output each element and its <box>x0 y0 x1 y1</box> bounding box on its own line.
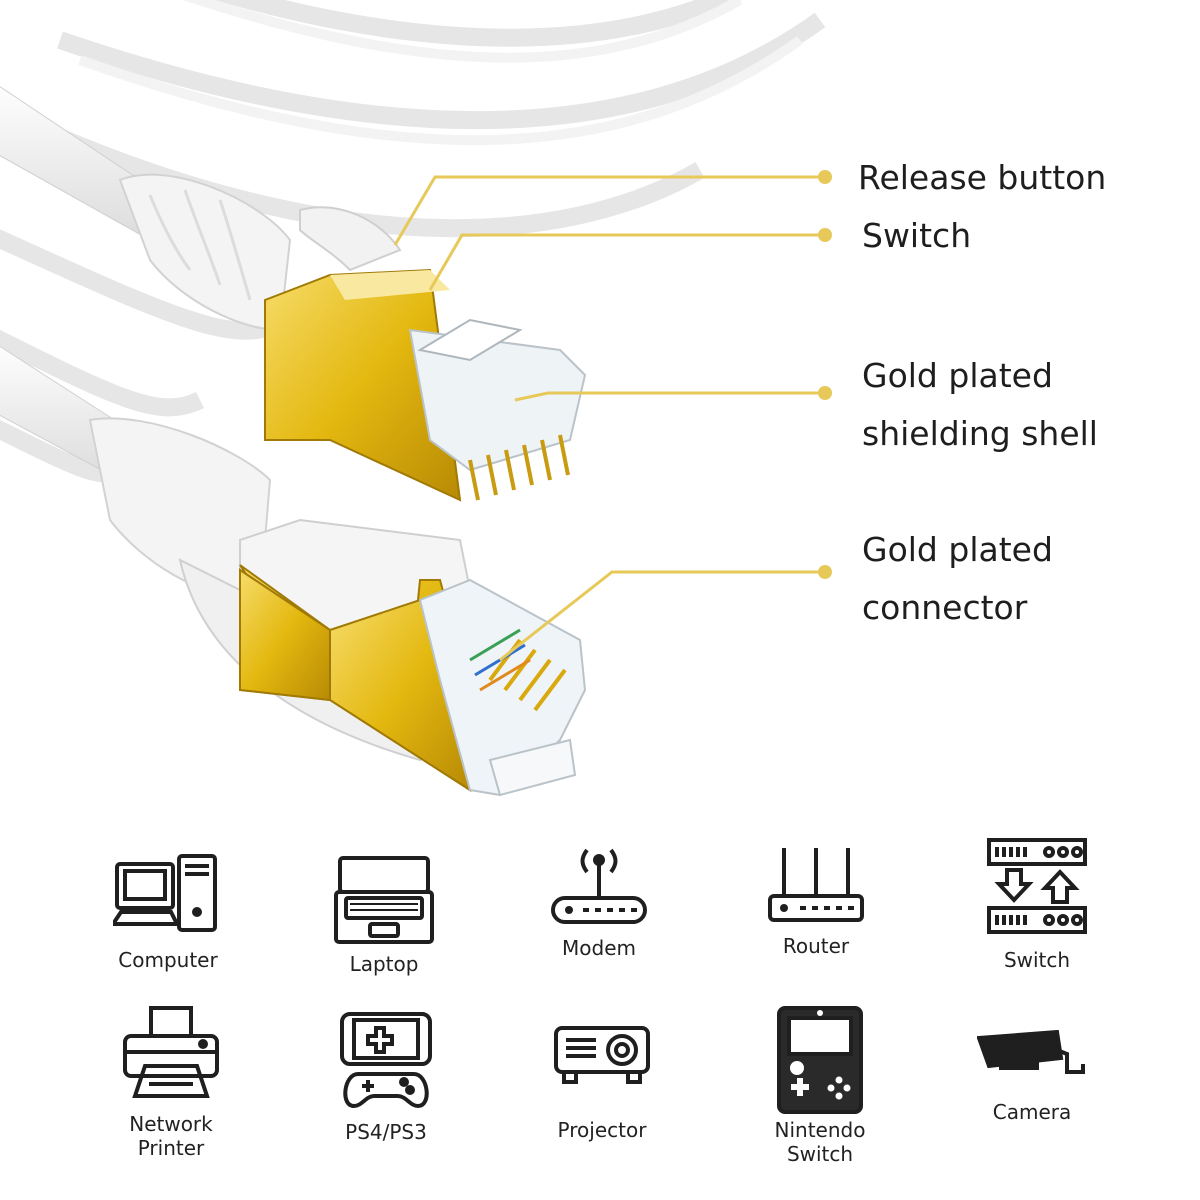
release-button-dot <box>818 170 832 184</box>
device-label: Computer <box>118 948 218 972</box>
game-console-icon <box>340 1012 432 1109</box>
switch-dot <box>818 228 832 242</box>
device-label: Camera <box>992 1100 1072 1124</box>
callout-switch: Switch <box>862 216 972 255</box>
device-label: Nintendo Switch <box>774 1118 866 1166</box>
cable-product-illustration <box>0 0 832 797</box>
device-label: Switch <box>1003 948 1071 972</box>
network-switch-icon <box>987 838 1087 934</box>
device-nintendo-switch: Nintendo Switch <box>720 1004 920 1166</box>
callout-connector-line1: Gold plated <box>862 530 1053 569</box>
callout-connector-line2: connector <box>862 588 1028 627</box>
modem-icon <box>551 848 647 924</box>
device-modem: Modem <box>499 846 699 960</box>
device-router: Router <box>716 844 916 958</box>
lower-clear-plug <box>418 578 587 797</box>
device-switch: Switch <box>937 838 1137 972</box>
device-ps4-ps3: PS4/PS3 <box>286 1010 486 1144</box>
callout-shielding-shell-line1: Gold plated <box>862 356 1053 395</box>
device-label: Network Printer <box>129 1112 213 1160</box>
callout-release-button: Release button <box>858 158 1107 197</box>
device-projector: Projector <box>502 1024 702 1142</box>
upper-clear-plug <box>408 328 587 472</box>
device-label: Projector <box>557 1118 647 1142</box>
printer-icon <box>123 1006 219 1098</box>
device-laptop: Laptop <box>284 854 484 976</box>
nintendo-icon <box>777 1006 863 1114</box>
router-icon <box>768 848 864 922</box>
upper-release-tab <box>299 206 402 272</box>
callout-shielding-shell-line2: shielding shell <box>862 414 1098 453</box>
device-label: Modem <box>562 936 636 960</box>
connector-dot <box>818 565 832 579</box>
projector-icon <box>554 1026 650 1084</box>
device-label: Laptop <box>349 952 419 976</box>
device-camera: Camera <box>932 1030 1132 1124</box>
device-label: Router <box>782 934 850 958</box>
laptop-icon <box>334 856 434 944</box>
computer-icon <box>113 854 217 932</box>
device-computer: Computer <box>68 852 268 972</box>
camera-icon <box>977 1030 1085 1074</box>
shielding-shell-dot <box>818 386 832 400</box>
leader-lines <box>393 175 825 662</box>
device-network-printer: Network Printer <box>71 1006 271 1160</box>
device-label: PS4/PS3 <box>345 1120 427 1144</box>
